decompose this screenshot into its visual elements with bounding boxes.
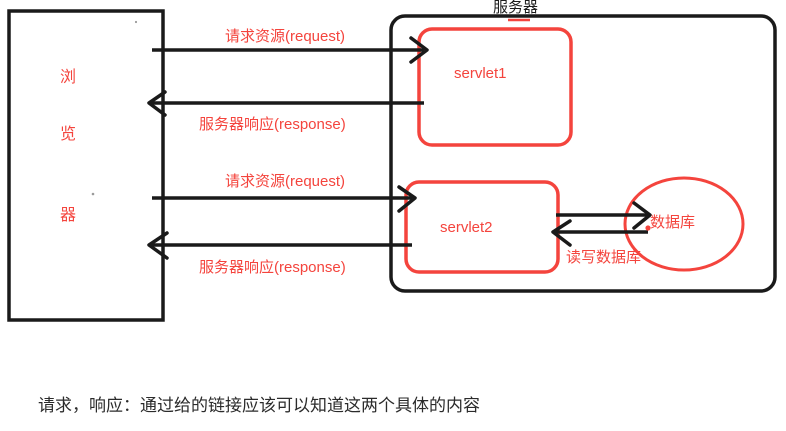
browser-label-char-2: 览 [60,126,77,143]
browser-label-char-1: 浏 [60,69,77,86]
speck-mark-top [134,20,138,24]
flow-response-1-label: 服务器响应(response) [199,116,346,133]
server-title: 服务器 [493,0,539,16]
flow-response-2-label: 服务器响应(response) [199,259,346,276]
servlet2-label: servlet2 [440,219,493,236]
browser-label-char-3: 器 [60,207,77,224]
flow-request-2-arrowhead [397,185,417,213]
database-dot-marker [645,225,651,231]
database-ellipse [623,176,745,272]
diagram-caption: 请求，响应：通过给的链接应该可以知道这两个具体的内容 [38,396,480,415]
database-label: 数据库 [650,214,696,231]
flow-request-1-arrowhead [409,36,429,64]
flow-response-2-arrowhead [147,231,169,260]
flow-request-1-label: 请求资源(request) [225,28,346,45]
database-link-label: 读写数据库 [566,249,642,266]
servlet1-label: servlet1 [454,65,507,82]
browser-box [7,9,165,322]
db-read-arrowhead [551,219,572,247]
servlet1-box [417,27,573,147]
server-box [389,14,777,293]
flow-response-1-arrowhead [147,90,167,117]
db-write-arrowhead [632,201,652,230]
flow-request-2-label: 请求资源(request) [225,173,346,190]
speck-mark-mid [91,192,95,196]
